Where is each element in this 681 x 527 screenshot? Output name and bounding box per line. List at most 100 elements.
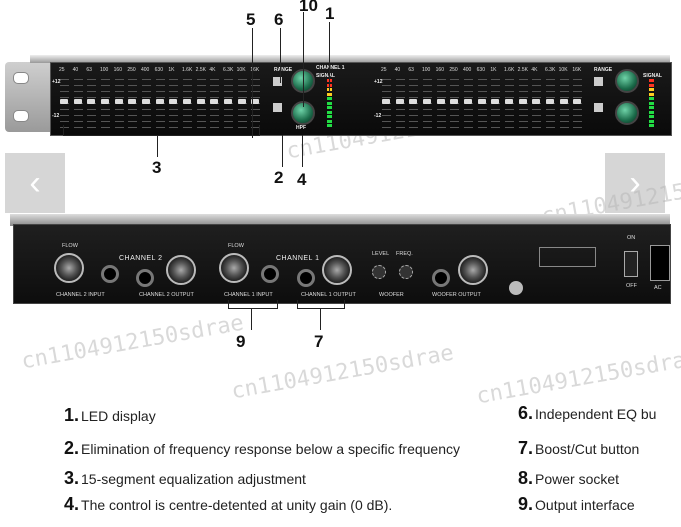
slider-tick: [450, 79, 460, 80]
eq-slider[interactable]: [183, 99, 191, 104]
next-arrow-button[interactable]: ›: [605, 153, 665, 213]
eq-slider[interactable]: [155, 99, 164, 104]
eq-slider[interactable]: [382, 99, 390, 104]
range-button[interactable]: [273, 77, 282, 86]
woofer-jack[interactable]: [432, 269, 450, 287]
eq-slider[interactable]: [573, 99, 582, 104]
legend-num: 1.: [64, 405, 80, 425]
ch2-input-xlr[interactable]: [54, 253, 84, 283]
ch2-input-jack[interactable]: [101, 265, 119, 283]
hpf-button[interactable]: [273, 103, 282, 112]
eq-slider[interactable]: [128, 99, 137, 104]
slider-tick: [382, 79, 391, 80]
slider-tick: [532, 91, 542, 92]
eq-slider[interactable]: [464, 99, 472, 104]
slider-tick: [491, 127, 501, 128]
slider-tick: [464, 85, 473, 86]
eq-slider[interactable]: [224, 99, 232, 104]
eq-slider[interactable]: [559, 99, 568, 104]
hpf-knob-right[interactable]: [615, 101, 639, 125]
slider-tick: [382, 85, 391, 86]
slider-tick: [477, 85, 487, 86]
slider-tick: [559, 97, 569, 98]
slider-tick: [128, 91, 138, 92]
slider-tick: [491, 115, 501, 116]
slider-tick: [573, 79, 583, 80]
prev-arrow-button[interactable]: ‹: [5, 153, 65, 213]
slider-tick: [409, 127, 419, 128]
ch2-output-xlr[interactable]: [166, 255, 196, 285]
eq-slider[interactable]: [436, 99, 445, 104]
eq-slider[interactable]: [114, 99, 123, 104]
slider-tick: [382, 91, 391, 92]
eq-slider[interactable]: [409, 99, 418, 104]
slider-tick: [491, 91, 501, 92]
eq-slider[interactable]: [169, 99, 178, 104]
slider-tick: [101, 121, 110, 122]
range-button-right[interactable]: [594, 77, 603, 86]
level-knob[interactable]: [372, 265, 386, 279]
slider-tick: [450, 91, 460, 92]
ch1-input-xlr[interactable]: [219, 253, 249, 283]
ch1-output-xlr[interactable]: [322, 255, 352, 285]
ch1-output-jack[interactable]: [297, 269, 315, 287]
hpf-button-right[interactable]: [594, 103, 603, 112]
eq-slider[interactable]: [142, 99, 150, 104]
ac-label: AC: [654, 285, 662, 291]
chassis-top: [30, 55, 670, 63]
eq-slider[interactable]: [491, 99, 500, 104]
slider-tick: [142, 127, 151, 128]
eq-slider[interactable]: [73, 99, 82, 104]
scale-minus: -12: [52, 113, 60, 119]
woofer-output-xlr[interactable]: [458, 255, 488, 285]
slider-tick: [450, 121, 460, 122]
power-socket[interactable]: [650, 245, 670, 281]
slider-tick: [128, 115, 138, 116]
eq-slider[interactable]: [423, 99, 431, 104]
eq-slider[interactable]: [237, 99, 246, 104]
ch2-output-jack[interactable]: [136, 269, 154, 287]
eq-slider[interactable]: [60, 99, 68, 104]
freq-knob[interactable]: [399, 265, 413, 279]
eq-slider[interactable]: [251, 99, 260, 104]
slider-tick: [395, 97, 405, 98]
slider-tick: [114, 97, 124, 98]
eq-slider[interactable]: [450, 99, 459, 104]
slider-tick: [169, 115, 179, 116]
eq-slider[interactable]: [546, 99, 554, 104]
eq-slider[interactable]: [395, 99, 404, 104]
eq-slider[interactable]: [87, 99, 96, 104]
freq-label: 1K: [168, 67, 175, 73]
slider-tick: [395, 91, 405, 92]
watermark: cn1104912150sdrae: [474, 345, 681, 410]
eq-slider[interactable]: [518, 99, 527, 104]
eq-slider[interactable]: [477, 99, 486, 104]
slider-tick: [477, 127, 487, 128]
eq-slider[interactable]: [101, 99, 109, 104]
slider-tick: [73, 97, 83, 98]
slider-tick: [114, 91, 124, 92]
slider-tick: [101, 85, 110, 86]
callout-line-1: [329, 22, 330, 92]
gain-knob-right[interactable]: [615, 69, 639, 93]
callout-5: 4: [297, 170, 307, 189]
slider-tick: [409, 121, 419, 122]
ch1-output-label: CHANNEL 1 OUTPUT: [301, 292, 356, 298]
slider-tick: [169, 85, 179, 86]
ch2-input-label: CHANNEL 2 INPUT: [56, 292, 105, 298]
slider-tick: [251, 97, 261, 98]
eq-slider[interactable]: [505, 99, 513, 104]
eq-slider[interactable]: [210, 99, 219, 104]
ch1-input-jack[interactable]: [261, 265, 279, 283]
power-switch[interactable]: [624, 251, 638, 277]
callout-9: 7: [314, 332, 324, 351]
eq-slider[interactable]: [532, 99, 541, 104]
slider-tick: [251, 115, 261, 116]
eq-slider[interactable]: [196, 99, 205, 104]
legend-text: LED display: [81, 408, 156, 424]
channel2-label: CHANNEL 2: [119, 255, 163, 262]
slider-tick: [505, 91, 514, 92]
slider-tick: [559, 115, 569, 116]
